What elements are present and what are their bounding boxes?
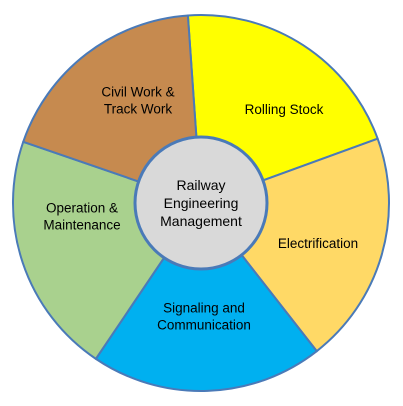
segment-label-operation-maintenance: Operation &Maintenance <box>43 201 120 233</box>
segment-label-civil-track-work: Civil Work &Track Work <box>101 85 174 117</box>
segment-signaling-communication <box>94 202 318 392</box>
center-circle <box>133 135 269 271</box>
segment-label-rolling-stock: Rolling Stock <box>245 102 324 117</box>
segment-label-electrification: Electrification <box>278 236 358 251</box>
